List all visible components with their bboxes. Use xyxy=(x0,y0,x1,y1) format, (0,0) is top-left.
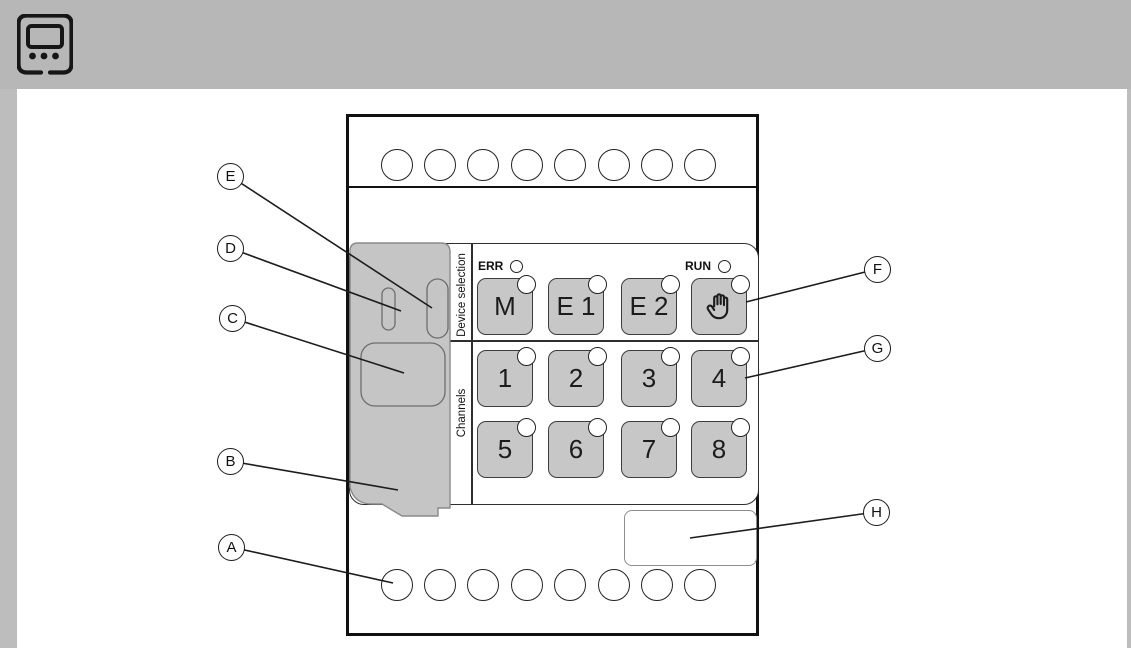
channel-6-button: 6 xyxy=(548,418,607,478)
terminal-top-3 xyxy=(467,149,499,181)
programming-led-slot xyxy=(381,287,396,331)
extension1-button-led xyxy=(588,275,607,294)
err-led xyxy=(510,259,524,273)
channel-5-button: 5 xyxy=(477,418,536,478)
panel-row-divider xyxy=(450,340,758,342)
err-led-row: ERR xyxy=(478,259,524,273)
hand-icon xyxy=(706,292,729,319)
callout-B: B xyxy=(217,448,244,475)
channel-7-button: 7 xyxy=(621,418,680,478)
terminal-bottom-6 xyxy=(598,569,630,601)
channel-6-led xyxy=(588,418,607,437)
channel-8-button: 8 xyxy=(691,418,750,478)
terminal-top-7 xyxy=(641,149,673,181)
bus-coupler-area xyxy=(349,242,451,517)
programming-button xyxy=(426,278,449,339)
terminal-top-4 xyxy=(511,149,543,181)
terminal-top-1 xyxy=(381,149,413,181)
run-label: RUN xyxy=(685,259,711,273)
master-button: M xyxy=(477,275,536,335)
bus-connection-cover xyxy=(360,342,446,407)
channel-1-led xyxy=(517,347,536,366)
callout-G: G xyxy=(864,335,891,362)
channel-4-button: 4 xyxy=(691,347,750,407)
err-label: ERR xyxy=(478,259,504,273)
terminal-bottom-7 xyxy=(641,569,673,601)
terminal-top-5 xyxy=(554,149,586,181)
terminal-bottom-5 xyxy=(554,569,586,601)
manual-operation-button xyxy=(691,275,750,335)
callout-F: F xyxy=(864,256,891,283)
manual-operation-button-led xyxy=(731,275,750,294)
page-margin-right xyxy=(1127,89,1131,648)
channel-8-led xyxy=(731,418,750,437)
control-device-icon xyxy=(16,13,74,81)
terminal-bottom-4 xyxy=(511,569,543,601)
terminal-top-2 xyxy=(424,149,456,181)
page-margin-left xyxy=(0,89,17,648)
extension2-button-led xyxy=(661,275,680,294)
callout-H: H xyxy=(863,499,890,526)
channel-2-led xyxy=(588,347,607,366)
page-header-band xyxy=(0,0,1131,89)
terminal-top-6 xyxy=(598,149,630,181)
terminal-section-divider xyxy=(349,186,756,188)
callout-A: A xyxy=(218,534,245,561)
device-outline: Device selection Channels ERR RUN M E 1 … xyxy=(346,114,759,636)
device-selection-label: Device selection xyxy=(456,253,468,337)
master-button-led xyxy=(517,275,536,294)
channel-3-button: 3 xyxy=(621,347,680,407)
terminal-bottom-2 xyxy=(424,569,456,601)
terminal-bottom-1 xyxy=(381,569,413,601)
callout-E: E xyxy=(217,163,244,190)
extension1-button: E 1 xyxy=(548,275,607,335)
channel-2-button: 2 xyxy=(548,347,607,407)
terminal-bottom-8 xyxy=(684,569,716,601)
callout-D: D xyxy=(217,235,244,262)
channel-4-led xyxy=(731,347,750,366)
run-led xyxy=(718,259,731,273)
channels-label: Channels xyxy=(456,388,468,438)
channel-3-led xyxy=(661,347,680,366)
callout-C: C xyxy=(219,305,246,332)
channel-5-led xyxy=(517,418,536,437)
terminal-bottom-3 xyxy=(467,569,499,601)
channel-1-button: 1 xyxy=(477,347,536,407)
terminal-top-8 xyxy=(684,149,716,181)
run-led-row: RUN xyxy=(685,259,731,273)
channel-7-led xyxy=(661,418,680,437)
inscription-label-field xyxy=(624,510,757,566)
panel-label-divider xyxy=(471,243,473,505)
extension2-button: E 2 xyxy=(621,275,680,335)
